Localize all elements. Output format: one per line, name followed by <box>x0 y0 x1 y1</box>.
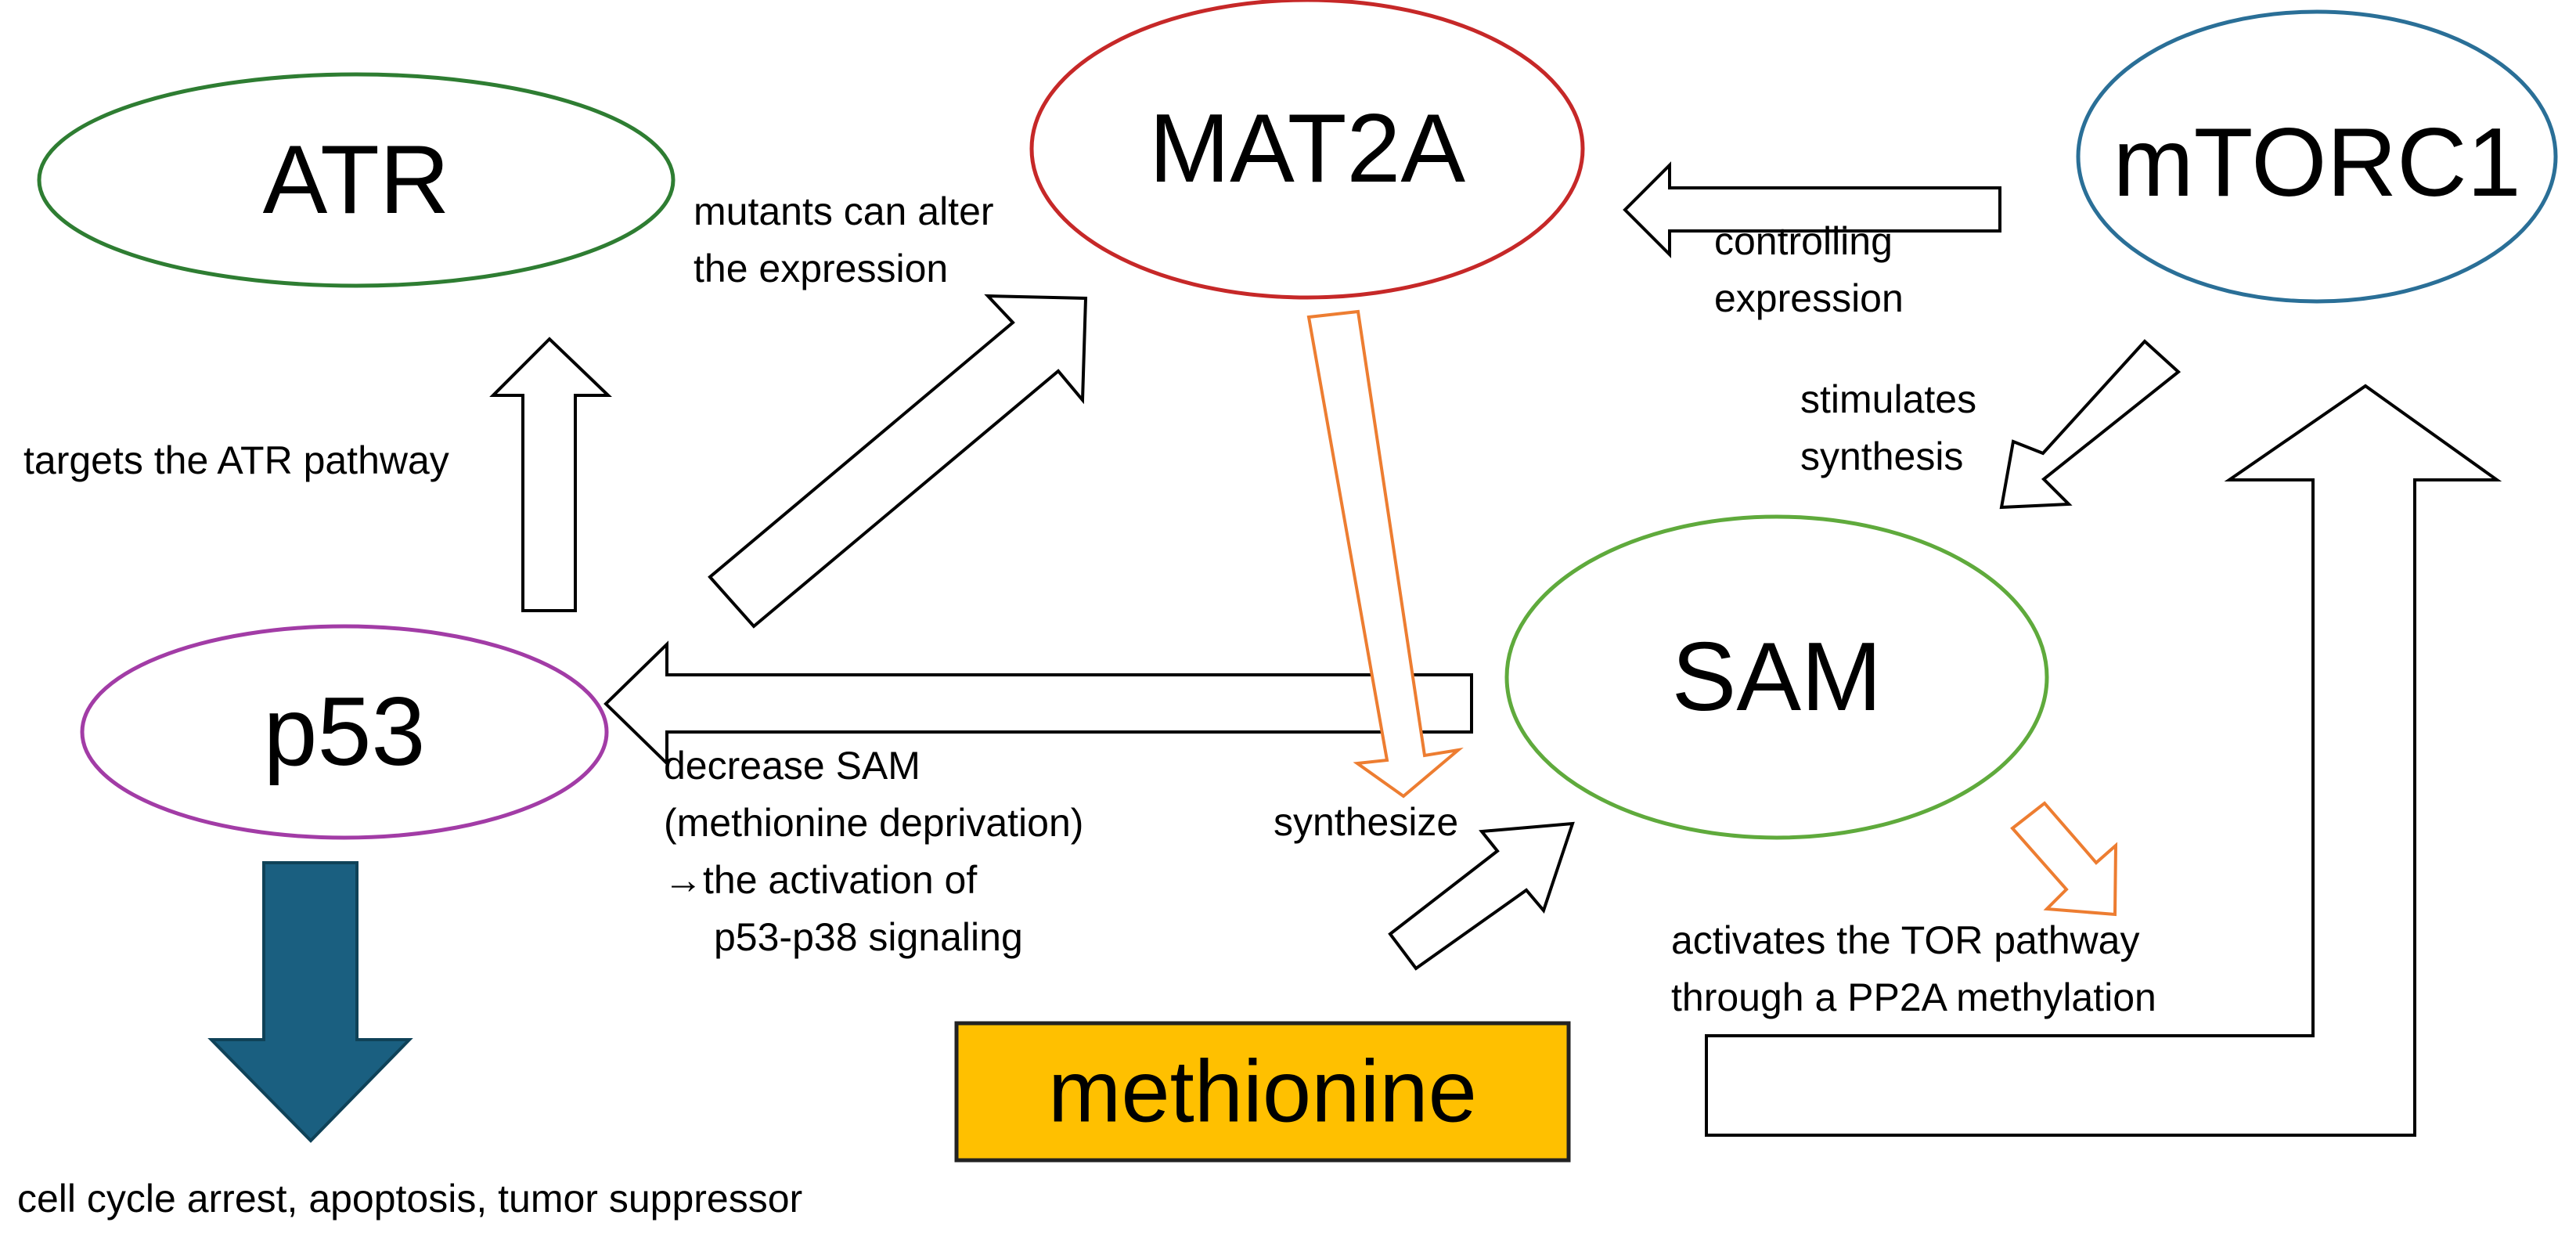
label-mtorc1-to-mat2a-line-1: controlling <box>1714 219 1893 263</box>
label-sam-to-mtorc1-line-2: through a PP2A methylation <box>1671 975 2156 1019</box>
label-mtorc1-to-sam-line-2: synthesis <box>1800 434 1963 478</box>
methionine-label: methionine <box>1048 1043 1477 1141</box>
mat2a-ellipse <box>1029 0 1585 300</box>
arrow-sam-to-mtorc1-orange <box>2010 801 2118 917</box>
label-p53-outcome: cell cycle arrest, apoptosis, tumor supp… <box>17 1177 802 1221</box>
arrow-sam-to-mtorc1-large <box>1705 384 2502 1137</box>
label-p53-to-mat2a-line-2: the expression <box>694 247 948 290</box>
label-mtorc1-to-sam-line-1: stimulates <box>1800 377 1976 421</box>
label-methionine-to-sam-line-1: synthesize <box>1274 800 1458 844</box>
label-p53-to-mat2a: mutants can alter the expression <box>694 189 1004 290</box>
label-mtorc1-to-sam: stimulates synthesis <box>1800 377 1987 478</box>
label-sam-to-mtorc1-line-1: activates the TOR pathway <box>1671 918 2139 962</box>
node-p53: p53 <box>80 624 609 840</box>
mat2a-label: MAT2A <box>1149 95 1466 203</box>
sam-label: SAM <box>1672 623 1882 731</box>
node-atr: ATR <box>37 72 676 288</box>
label-sam-to-p53-line-4: p53-p38 signaling <box>714 915 1023 959</box>
arrow-p53-to-mat2a <box>708 294 1088 629</box>
label-p53-to-atr-line-1: targets the ATR pathway <box>23 438 449 482</box>
mtorc1-ellipse <box>2076 9 2558 304</box>
arrow-mat2a-to-sam-orange <box>1306 309 1464 799</box>
label-sam-to-p53: decrease SAM (methionine deprivation) →t… <box>664 744 1094 959</box>
arrow-p53-to-atr <box>489 337 612 612</box>
label-p53-outcome-line-1: cell cycle arrest, apoptosis, tumor supp… <box>17 1177 802 1221</box>
label-mtorc1-to-mat2a-line-2: expression <box>1714 276 1904 320</box>
methionine-box <box>954 1021 1571 1163</box>
node-mat2a: MAT2A <box>1029 0 1585 300</box>
label-p53-to-atr: targets the ATR pathway <box>23 438 449 482</box>
atr-label: ATR <box>263 126 450 234</box>
mtorc1-label: mTORC1 <box>2113 109 2520 217</box>
p53-ellipse <box>80 624 609 840</box>
arrow-methionine-to-sam <box>1388 821 1575 971</box>
node-sam: SAM <box>1504 514 2049 840</box>
node-mtorc1: mTORC1 <box>2076 9 2558 304</box>
label-sam-to-p53-line-3: →the activation of <box>664 858 977 902</box>
p53-label: p53 <box>264 678 426 786</box>
label-sam-to-mtorc1: activates the TOR pathway through a PP2A… <box>1671 918 2156 1019</box>
arrow-p53-outcome <box>207 861 413 1143</box>
label-sam-to-p53-line-1: decrease SAM <box>664 744 921 788</box>
arrow-mtorc1-to-sam <box>1999 339 2181 510</box>
node-methionine: methionine <box>954 1021 1571 1163</box>
label-methionine-to-sam: synthesize <box>1274 800 1458 844</box>
arrow-mtorc1-to-mat2a <box>1623 161 2001 258</box>
label-p53-to-mat2a-line-1: mutants can alter <box>694 189 994 233</box>
arrow-sam-to-p53 <box>603 640 1473 767</box>
atr-ellipse <box>37 72 676 288</box>
label-mtorc1-to-mat2a: controlling expression <box>1714 219 1904 320</box>
label-sam-to-p53-line-2: (methionine deprivation) <box>664 801 1083 845</box>
sam-ellipse <box>1504 514 2049 840</box>
